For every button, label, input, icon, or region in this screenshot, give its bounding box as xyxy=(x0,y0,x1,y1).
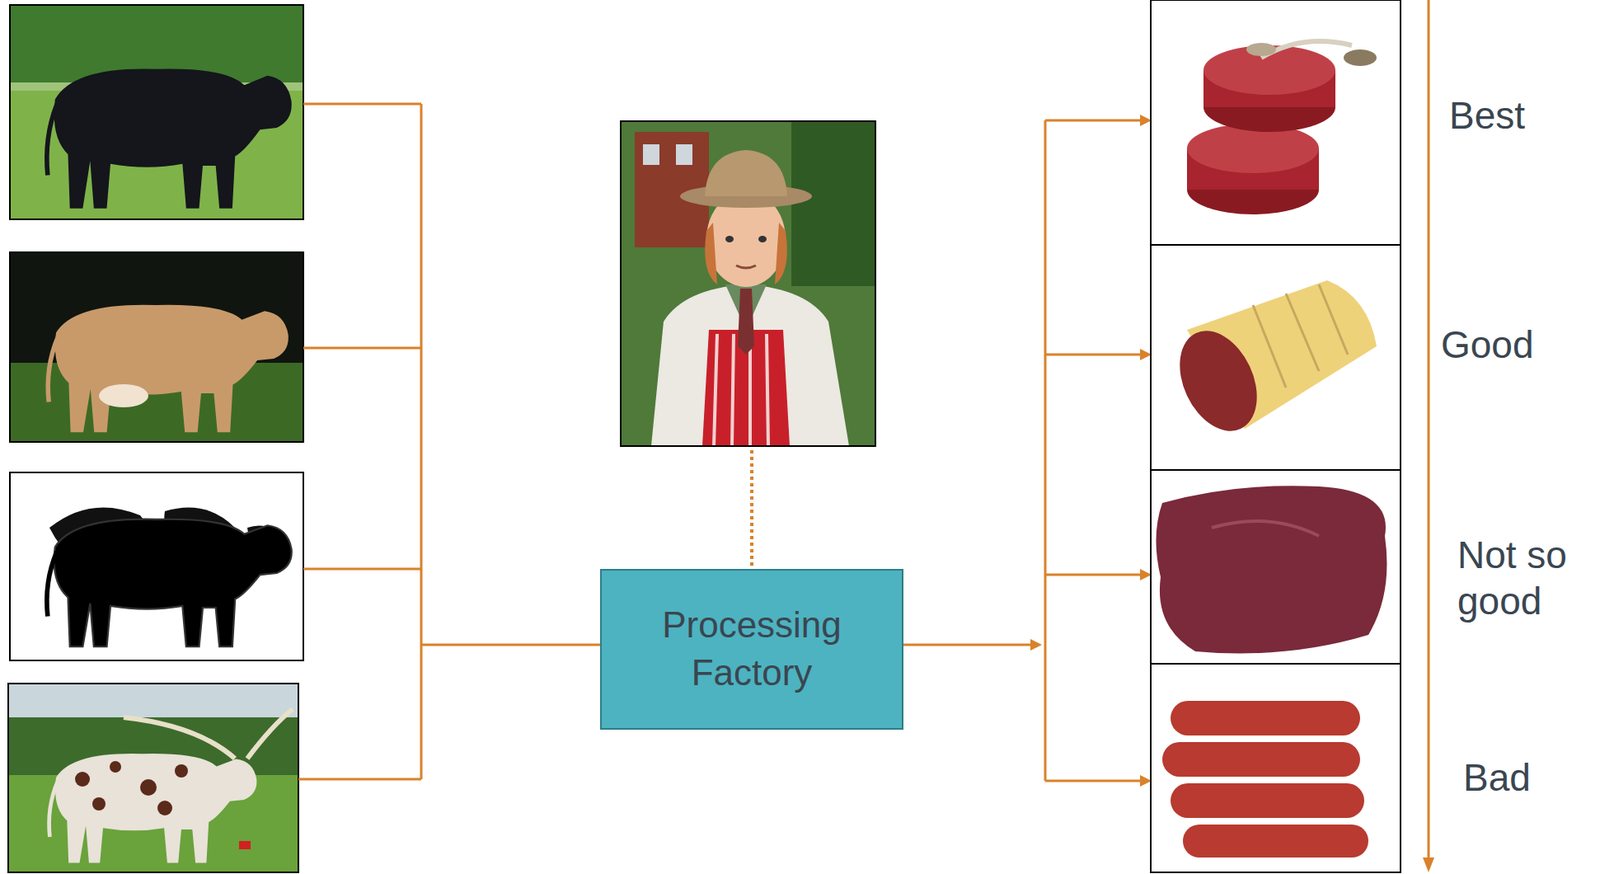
cow-photo xyxy=(9,252,304,442)
liver-photo xyxy=(1150,469,1401,664)
rank-label: Not so good xyxy=(1457,531,1590,625)
dotted-line xyxy=(750,450,754,566)
cow-photo xyxy=(9,472,304,661)
sausage-photo xyxy=(1150,663,1401,873)
cow-photo xyxy=(8,683,299,873)
rank-label: Bad xyxy=(1463,754,1531,801)
arrowhead xyxy=(1030,114,1152,787)
process-box: Processing Factory xyxy=(600,568,904,730)
butcher-photo xyxy=(620,121,876,446)
bracket xyxy=(903,120,1141,781)
scale-arrow xyxy=(1427,0,1431,858)
rank-label: Good xyxy=(1440,321,1535,368)
rank-label: Best xyxy=(1449,92,1525,139)
cow-photo xyxy=(9,4,304,220)
roast-photo xyxy=(1150,244,1401,470)
box-text: Processing Factory xyxy=(613,594,891,704)
steak-photo xyxy=(1150,0,1401,245)
arrowhead xyxy=(1422,857,1435,873)
bracket xyxy=(298,103,601,779)
